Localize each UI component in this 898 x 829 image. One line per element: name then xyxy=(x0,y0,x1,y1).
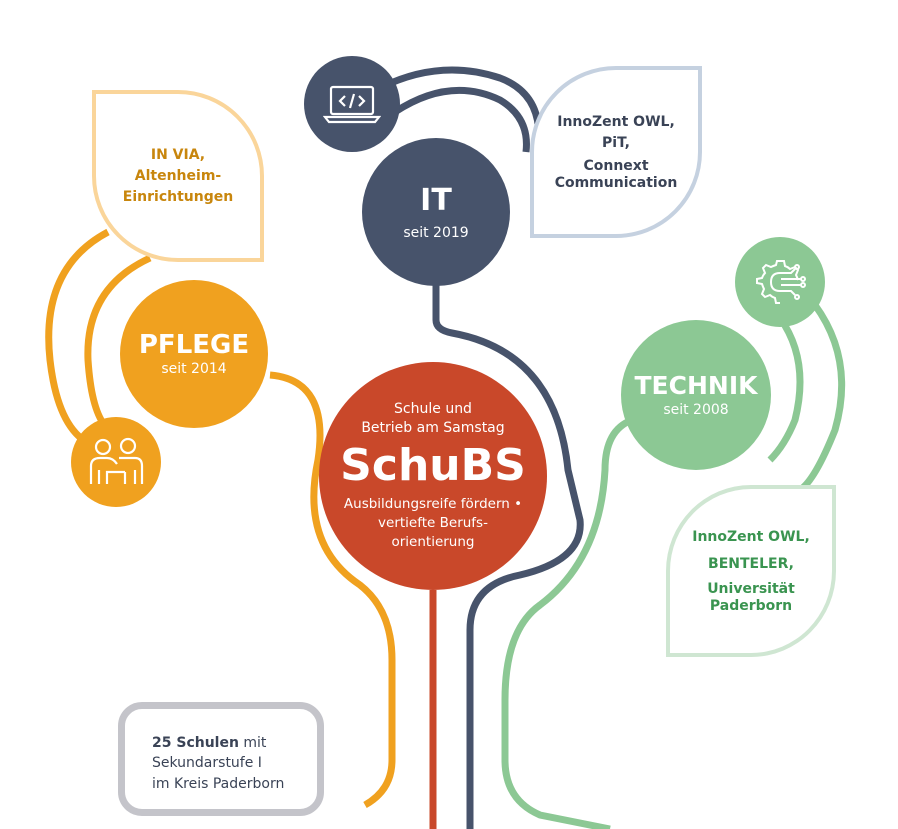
center-title: SchuBS xyxy=(340,440,526,492)
pflege-partners-card: IN VIA, Altenheim- Einrichtungen xyxy=(92,90,264,262)
schubs-center-node: Schule und Betrieb am Samstag SchuBS Aus… xyxy=(319,362,547,590)
pflege-icon-arc-outer xyxy=(45,228,110,449)
center-bottom-line: Ausbildungsreife fördern • xyxy=(343,495,523,512)
pflege-title: PFLEGE xyxy=(138,329,250,360)
technik-partner-line: BENTELER, xyxy=(708,556,794,573)
it-since: seit 2019 xyxy=(403,224,469,241)
technik-partners-card: InnoZent OWL, BENTELER, Universität Pade… xyxy=(666,485,836,657)
schools-suffix: mit xyxy=(238,735,267,751)
pflege-partner-line: IN VIA, xyxy=(150,146,206,163)
people-icon xyxy=(71,417,161,507)
it-partner-line: PiT, xyxy=(602,135,630,152)
it-title: IT xyxy=(420,182,452,218)
it-partner-line: InnoZent OWL, xyxy=(557,114,675,131)
technik-partner-line: InnoZent OWL, xyxy=(692,529,810,546)
center-top-line: Schule und xyxy=(394,401,472,418)
center-top-line: Betrieb am Samstag xyxy=(361,420,505,437)
technik-since: seit 2008 xyxy=(663,401,729,418)
schools-line: 25 Schulen mit xyxy=(152,733,317,753)
pflege-icon-arc-inner xyxy=(84,254,152,435)
technik-node: TECHNIK seit 2008 xyxy=(621,320,771,470)
pflege-since: seit 2014 xyxy=(161,361,227,378)
pflege-partner-line: Einrichtungen xyxy=(122,188,234,205)
schools-count: 25 Schulen xyxy=(152,735,239,751)
it-stem-line xyxy=(432,285,584,829)
technik-icon-arc-inner xyxy=(767,315,804,463)
laptop-code-icon xyxy=(304,56,400,152)
schools-box: 25 Schulen mit Sekundarstufe I im Kreis … xyxy=(118,702,324,816)
technik-partner-line: Universität xyxy=(707,581,795,598)
pflege-stem-line xyxy=(269,371,396,809)
pflege-partner-line: Altenheim- xyxy=(134,167,222,184)
technik-stem-line xyxy=(501,416,634,829)
gear-circuit-icon xyxy=(735,237,825,327)
center-bottom-line: vertiefte Berufs- xyxy=(378,514,488,531)
it-icon-arc-inner xyxy=(393,86,530,153)
it-partner-line: Communication xyxy=(554,175,678,191)
it-partners-card: InnoZent OWL, PiT, Connext Communication xyxy=(530,66,702,238)
technik-title: TECHNIK xyxy=(634,371,758,401)
pflege-node: PFLEGE seit 2014 xyxy=(120,280,268,428)
it-node: IT seit 2019 xyxy=(362,138,510,286)
technik-icon-arc-outer xyxy=(797,302,846,493)
schools-line: Sekundarstufe I xyxy=(152,755,262,772)
technik-partner-line: Paderborn xyxy=(709,598,793,614)
schools-line: im Kreis Paderborn xyxy=(152,775,285,792)
center-bottom-line: orientierung xyxy=(391,533,475,550)
it-partner-line: Connext xyxy=(583,158,649,175)
